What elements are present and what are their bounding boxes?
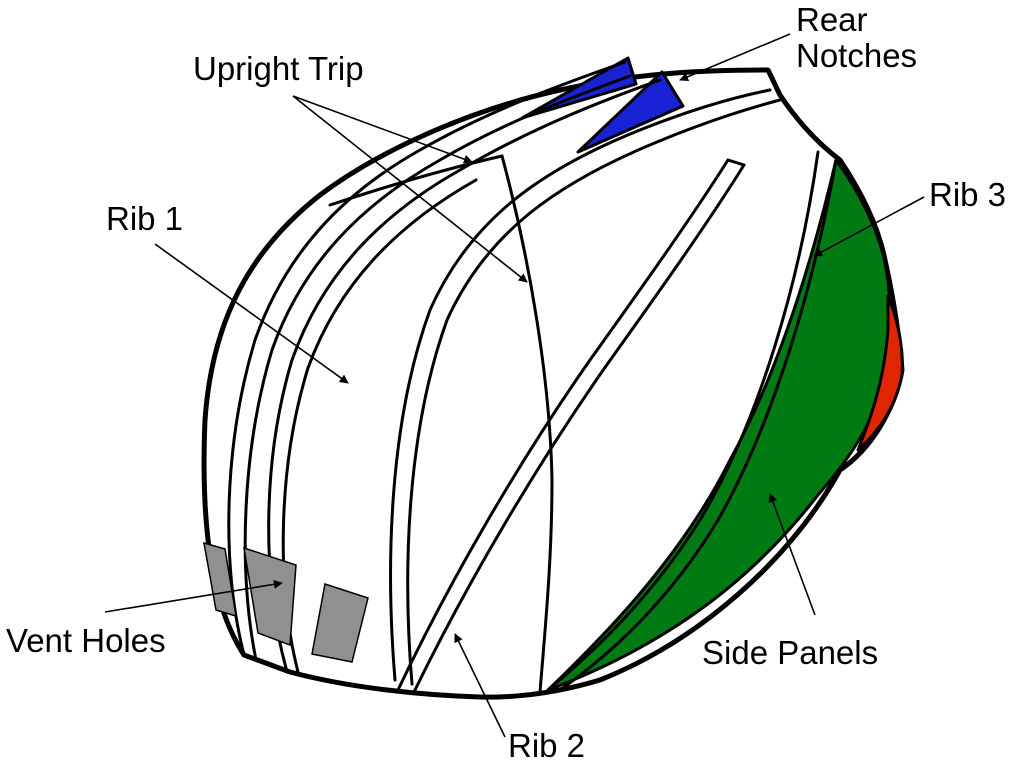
rear-notch-right (576, 70, 685, 154)
rib1-band-outer (389, 88, 772, 682)
top-rib-line-3 (267, 78, 662, 670)
vent-hole-1 (203, 541, 237, 618)
upright-trip-edge-top (328, 154, 504, 207)
rib3-pointer (813, 196, 925, 257)
side-panel-red-edge (856, 294, 904, 452)
rib2-band-cap (726, 158, 746, 167)
upright-trip-edge-curve (500, 154, 554, 694)
rib1-pointer (154, 243, 349, 384)
vent-holes-pointer (104, 579, 283, 613)
label-side-panels: Side Panels (702, 634, 878, 671)
top-rib-line-2 (243, 74, 632, 662)
rib3-band-outer (546, 150, 820, 692)
rib3-band-inner (558, 158, 838, 692)
rib2-band-outer (396, 158, 730, 692)
upright-trip-pointer-2 (292, 95, 528, 283)
rib1-band-inner (406, 98, 782, 686)
rib2-pointer (454, 633, 506, 738)
rear-notches-pointer (679, 33, 791, 82)
label-rib1: Rib 1 (106, 200, 183, 237)
label-vent-holes: Vent Holes (6, 622, 166, 659)
label-rear-notches-line1: Rear (796, 1, 868, 38)
rear-notch-left (520, 56, 638, 120)
side-panels-pointer (768, 493, 816, 616)
label-rear-notches-line2: Notches (796, 37, 917, 74)
upright-trip-pointer-1 (292, 95, 473, 164)
rib2-band-inner (412, 163, 746, 694)
top-rib-line-1 (227, 60, 627, 657)
label-rib2: Rib 2 (508, 727, 585, 764)
label-upright-trip: Upright Trip (193, 50, 364, 87)
label-rib3: Rib 3 (929, 176, 1006, 213)
vent-hole-3 (311, 583, 369, 663)
vent-hole-2 (243, 546, 297, 647)
